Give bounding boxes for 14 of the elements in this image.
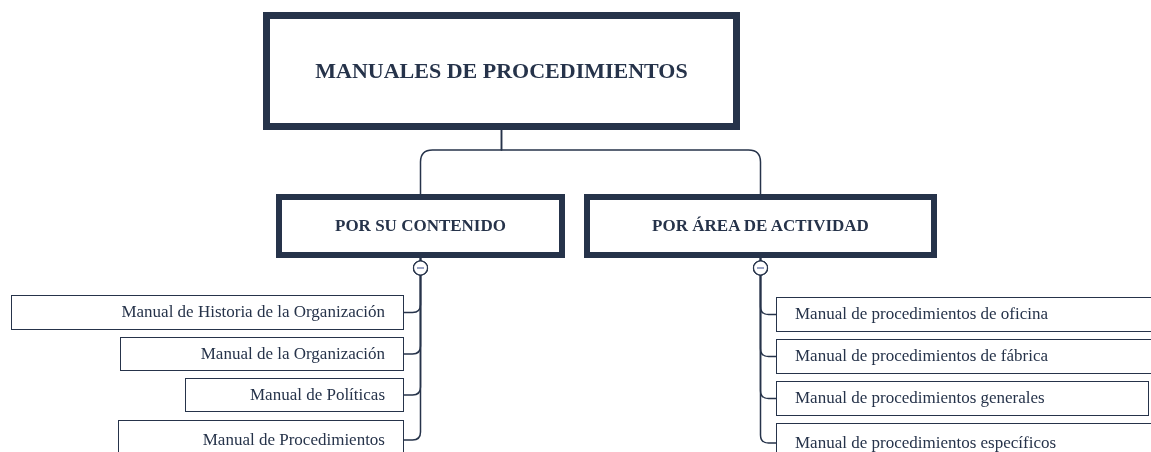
topic-box: Manual de Procedimientos xyxy=(118,420,404,452)
heading-box: POR SU CONTENIDO xyxy=(276,194,565,258)
heading-box: POR ÁREA DE ACTIVIDAD xyxy=(584,194,937,258)
topic-box: Manual de procedimientos específicos xyxy=(776,423,1151,452)
heading-box: MANUALES DE PROCEDIMIENTOS xyxy=(263,12,740,130)
topic-box: Manual de Historia de la Organización xyxy=(11,295,404,330)
connector-line xyxy=(403,257,429,441)
topic-box: Manual de procedimientos de fábrica xyxy=(776,339,1151,374)
connector-line xyxy=(500,129,762,195)
topic-box: Manual de Políticas xyxy=(185,378,404,412)
topic-box: Manual de la Organización xyxy=(120,337,404,371)
topic-box: Manual de procedimientos generales xyxy=(776,381,1149,416)
connector-line xyxy=(752,257,777,444)
topic-box: Manual de procedimientos de oficina xyxy=(776,297,1151,332)
